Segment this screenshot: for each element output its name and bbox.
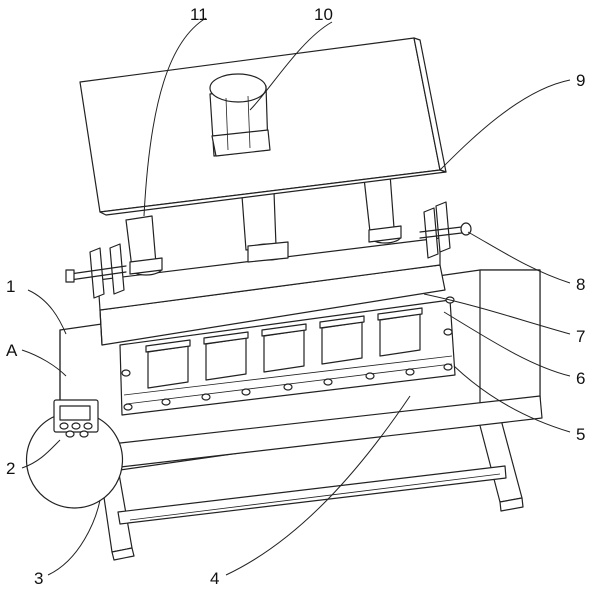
callout-7: 7 — [576, 327, 585, 346]
top-motor — [209, 73, 271, 157]
mold-cavity — [319, 315, 365, 365]
callout-2: 2 — [6, 459, 15, 478]
mold-cavity — [261, 323, 307, 373]
guide-column-left — [125, 215, 163, 276]
control-panel — [25, 399, 124, 509]
callout-9: 9 — [576, 71, 585, 90]
mold-cavity — [377, 307, 423, 357]
guide-column-right — [363, 173, 402, 244]
mold-cavity — [203, 331, 249, 381]
side-adjusters — [65, 201, 472, 299]
leader-lines — [21, 17, 571, 576]
callout-A: A — [6, 341, 18, 360]
callout-11: 11 — [190, 5, 208, 24]
left-adjuster — [65, 243, 127, 299]
guide-column-mid — [241, 191, 289, 263]
mold-cavities — [145, 307, 423, 389]
guide-columns — [125, 173, 402, 276]
callout-labels: 1 A 2 3 4 5 6 7 8 9 10 11 — [6, 5, 585, 588]
callout-1: 1 — [6, 277, 15, 296]
right-adjuster — [419, 201, 472, 259]
press-plate — [97, 237, 446, 346]
platform-bolts — [121, 296, 455, 411]
callout-8: 8 — [576, 275, 585, 294]
callout-6: 6 — [576, 369, 585, 388]
callout-10: 10 — [314, 5, 333, 24]
callout-5: 5 — [576, 425, 585, 444]
mold-cavity — [145, 339, 191, 389]
callout-3: 3 — [34, 569, 43, 588]
callout-4: 4 — [210, 569, 219, 588]
